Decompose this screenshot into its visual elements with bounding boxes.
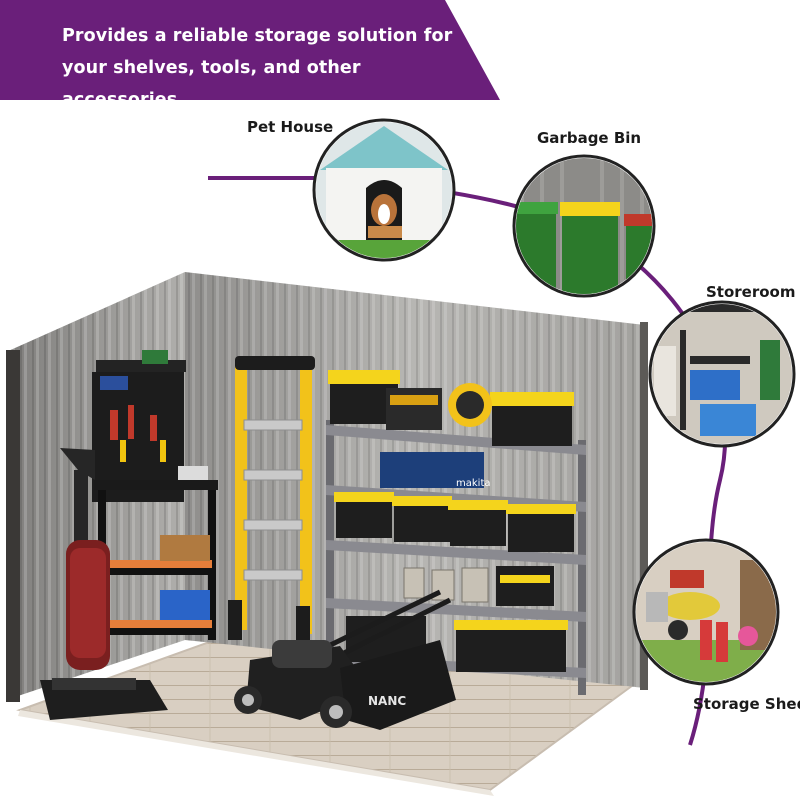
metal-shelving-unit: makita bbox=[326, 370, 586, 695]
step-ladder bbox=[228, 356, 315, 646]
toolbox-brand-text: makita bbox=[456, 478, 491, 489]
left-door-frame bbox=[6, 350, 20, 702]
banner-headline-line2: your shelves, tools, and other accessori… bbox=[62, 58, 361, 110]
garbage-bin-label: Garbage Bin bbox=[537, 129, 642, 147]
storage-bins-row bbox=[334, 492, 576, 552]
storeroom-label: Storeroom bbox=[706, 283, 796, 301]
pet-house-label: Pet House bbox=[247, 118, 334, 136]
pet-house-thumbnail bbox=[312, 118, 456, 262]
banner-background bbox=[0, 0, 500, 100]
right-corner-post bbox=[640, 322, 648, 690]
floor-edge bbox=[18, 710, 494, 796]
storage-shed-thumbnail bbox=[632, 538, 780, 686]
banner-headline: Provides a reliable storage solution for… bbox=[62, 20, 482, 116]
upright-vacuum bbox=[40, 448, 168, 720]
storeroom-thumbnail bbox=[648, 300, 796, 448]
garbage-bin-thumbnail bbox=[512, 154, 656, 298]
workbench bbox=[92, 350, 218, 660]
storage-shed-label: Storage Shed bbox=[693, 695, 800, 713]
top-banner bbox=[0, 0, 500, 100]
mower-brand-text: NANC bbox=[368, 694, 406, 708]
banner-headline-line1: Provides a reliable storage solution for bbox=[62, 26, 453, 46]
lawn-mower: NANC bbox=[234, 589, 456, 730]
